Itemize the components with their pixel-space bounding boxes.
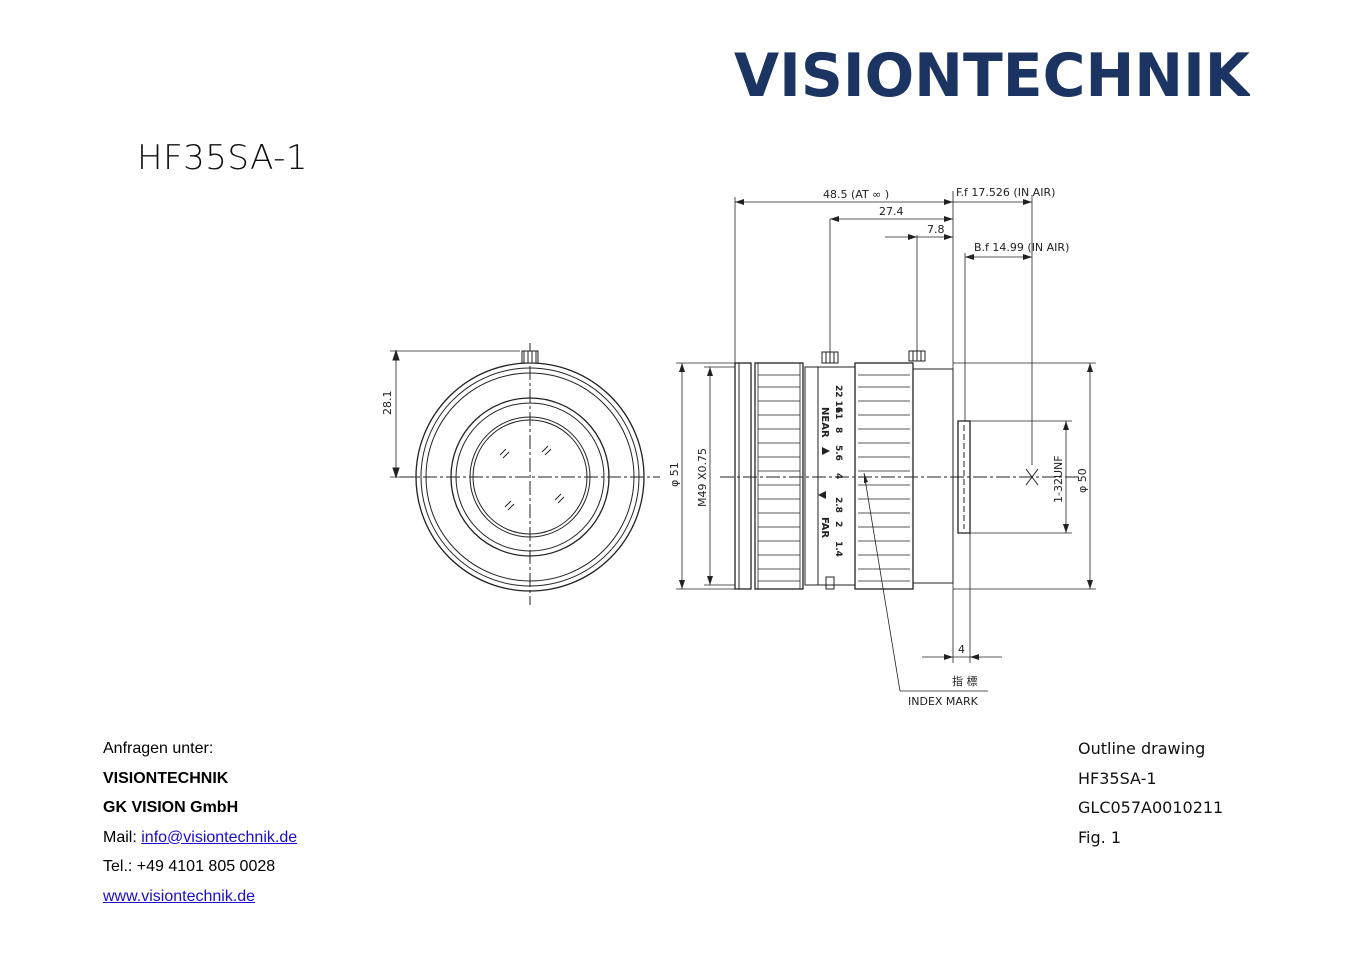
website-link[interactable]: www.visiontechnik.de xyxy=(103,887,256,905)
company-legal-name: GK VISION GmbH xyxy=(103,799,239,816)
figure-number: Fig. 1 xyxy=(1078,827,1121,847)
visiontechnik-logo: VISIONTECHNIK xyxy=(734,41,1250,104)
dim-48-5: 48.5 (AT ∞ ) xyxy=(823,188,889,201)
scale-5-6: 5.6 xyxy=(833,445,843,461)
scale-1-4: 1.4 xyxy=(833,541,843,557)
contact-block: Anfragen unter: VISIONTECHNIK GK VISION … xyxy=(103,734,297,911)
mail-label: Mail: xyxy=(103,828,142,846)
dim-m49: M49 X0.75 xyxy=(696,448,709,507)
index-mark-label: INDEX MARK xyxy=(908,695,979,708)
drawing-type: Outline drawing xyxy=(1078,739,1206,758)
dim-bf: B.f 14.99 (IN AIR) xyxy=(974,241,1069,254)
dim-ff: F.f 17.526 (IN AIR) xyxy=(956,186,1055,199)
mail-link[interactable]: info@visiontechnik.de xyxy=(141,828,298,846)
scale-4: 4 xyxy=(833,473,843,479)
dim-4: 4 xyxy=(958,643,965,656)
outline-drawing: 28.1 xyxy=(381,186,1096,708)
drawing-model: HF35SA-1 xyxy=(1078,768,1157,788)
dim-50: φ 50 xyxy=(1076,468,1089,493)
contact-intro: Anfragen unter: xyxy=(103,740,214,757)
drawing-code: GLC057A0010211 xyxy=(1078,798,1224,817)
mail-line: Mail: info@visiontechnik.de xyxy=(103,823,297,853)
index-mark-jp: 指 標 xyxy=(952,674,978,688)
dim-51: φ 51 xyxy=(668,462,681,487)
dim-7-8: 7.8 xyxy=(927,223,945,236)
dim-unf: 1-32UNF xyxy=(1052,455,1065,503)
dim-27-4: 27.4 xyxy=(879,205,904,218)
logo-text: VISIONTECHNIK xyxy=(734,41,1250,104)
web-line: www.visiontechnik.de xyxy=(103,882,297,912)
scale-22-16: 22 16 xyxy=(833,385,843,413)
focus-knurl xyxy=(757,363,801,589)
scale-8: 8 xyxy=(833,427,843,433)
company-name: VISIONTECHNIK xyxy=(103,769,229,787)
dim-28-1: 28.1 xyxy=(381,391,394,416)
scale-2-8: 2.8 xyxy=(833,497,843,513)
far-label: FAR xyxy=(819,517,830,538)
figure-info: Outline drawing HF35SA-1 GLC057A0010211 … xyxy=(1078,734,1223,852)
tel-line: Tel.: +49 4101 805 0028 xyxy=(103,858,276,875)
product-title: HF35SA-1 xyxy=(137,138,309,178)
side-view: 22 16 11 8 5.6 4 2.8 2 1.4 NEAR FAR xyxy=(668,186,1096,708)
near-label: NEAR xyxy=(819,407,830,438)
scale-2: 2 xyxy=(833,521,843,527)
scale-11: 11 xyxy=(833,407,843,420)
front-view: 28.1 xyxy=(381,343,660,605)
